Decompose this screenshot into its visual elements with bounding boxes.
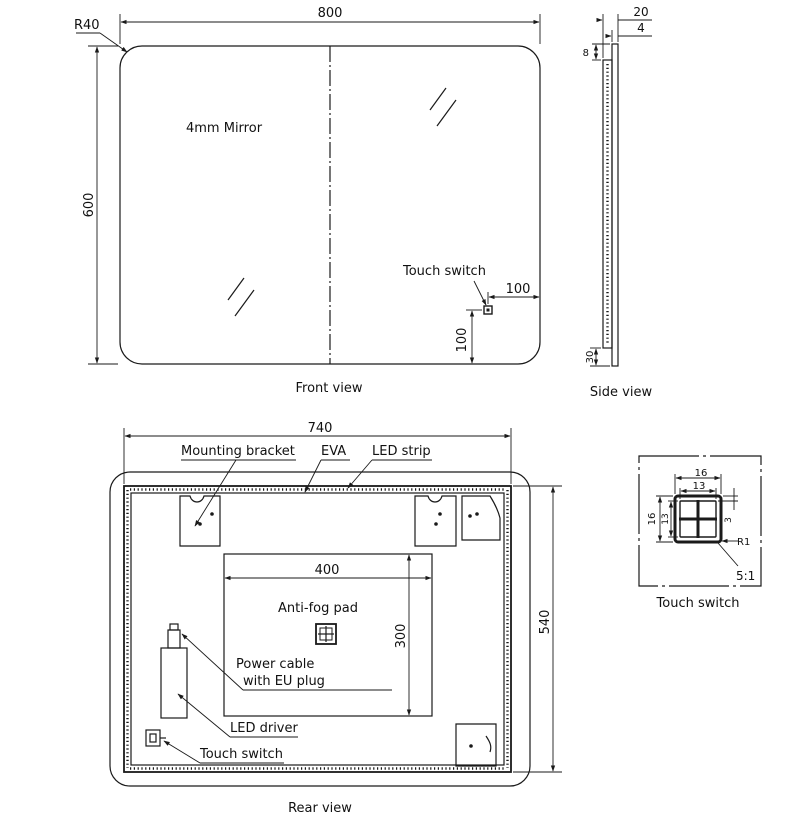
side-view: 20 4 8 30 Side view — [583, 5, 653, 400]
rear-touch-switch — [145, 729, 166, 747]
switch-offset-y-dim: 100 — [455, 328, 470, 353]
rear-view-caption: Rear view — [288, 801, 352, 816]
pad-height-dim: 300 — [394, 624, 409, 649]
led-driver — [160, 647, 188, 719]
front-height-dim: 600 — [82, 193, 97, 218]
rear-frame-outline — [123, 485, 512, 773]
mounting-bracket-top-left — [179, 495, 221, 547]
front-touch-switch — [483, 305, 493, 315]
leader-mounting-bracket — [194, 459, 237, 527]
side-depth-dim: 20 — [633, 5, 648, 19]
glare-marks-bottom — [227, 277, 255, 317]
front-radius-label: R40 — [74, 18, 100, 33]
detail-outer-dim: 16 — [695, 468, 708, 479]
eva-pad-right — [461, 495, 501, 541]
leader-touch-switch — [163, 740, 201, 764]
label-power-cable-1: Power cable — [236, 657, 314, 672]
detail-outer-dim-v: 16 — [647, 513, 658, 526]
radius-leader — [99, 32, 128, 53]
side-frame — [602, 59, 613, 349]
leader-led-driver — [177, 693, 231, 738]
side-glass-dim: 4 — [637, 21, 645, 35]
front-view: 800 600 R40 4mm Mirror Touch switch 100 … — [74, 6, 541, 396]
label-eva: EVA — [321, 444, 346, 459]
side-top-dim: 8 — [583, 48, 589, 59]
mounting-bracket-top-right — [414, 495, 457, 547]
anti-fog-pad-icon — [315, 623, 337, 645]
detail-scale-label: 5:1 — [736, 569, 755, 583]
mirror-material-label: 4mm Mirror — [186, 121, 263, 136]
detail-frame — [638, 455, 762, 587]
label-led-strip: LED strip — [372, 444, 431, 459]
side-bottom-dim: 30 — [585, 351, 596, 364]
detail-gap-dim: 3 — [724, 517, 734, 523]
detail-inner-dim: 13 — [693, 481, 706, 492]
leader-led-strip — [347, 459, 373, 489]
rear-inner-frame — [130, 492, 505, 766]
rear-outer-outline — [109, 471, 531, 787]
side-view-caption: Side view — [590, 385, 653, 400]
label-power-cable-2: with EU plug — [243, 674, 325, 689]
anti-fog-pad — [223, 553, 433, 717]
glare-marks-top — [429, 87, 457, 127]
side-glass — [611, 43, 619, 367]
label-led-driver: LED driver — [230, 721, 298, 736]
leader-eva — [304, 459, 322, 493]
switch-detail-caption: Touch switch — [656, 596, 740, 611]
pad-width-dim: 400 — [315, 563, 340, 578]
label-touch-switch: Touch switch — [199, 747, 283, 762]
switch-detail: 16 13 16 13 3 R1 5:1 Touch switch — [638, 455, 762, 611]
label-mounting-bracket: Mounting bracket — [181, 444, 295, 459]
front-touch-switch-label: Touch switch — [402, 264, 486, 279]
rear-view: 400 300 740 540 Mounting bracket EVA — [109, 421, 562, 816]
detail-switch-outer — [673, 494, 723, 544]
detail-radius-label: R1 — [737, 537, 750, 548]
detail-inner-dim-v: 13 — [661, 513, 671, 524]
front-width-dim: 800 — [318, 6, 343, 21]
rear-height-dim: 540 — [538, 610, 553, 635]
front-view-caption: Front view — [296, 381, 363, 396]
leader-power-cable — [181, 633, 244, 691]
switch-offset-x-dim: 100 — [506, 282, 531, 297]
label-anti-fog-pad: Anti-fog pad — [278, 601, 358, 616]
touch-switch-leader — [473, 280, 487, 306]
rear-width-dim: 740 — [308, 421, 333, 436]
power-cable-plug — [167, 623, 181, 649]
mounting-bracket-bottom-right — [455, 723, 497, 767]
detail-scale-leader — [717, 542, 739, 567]
